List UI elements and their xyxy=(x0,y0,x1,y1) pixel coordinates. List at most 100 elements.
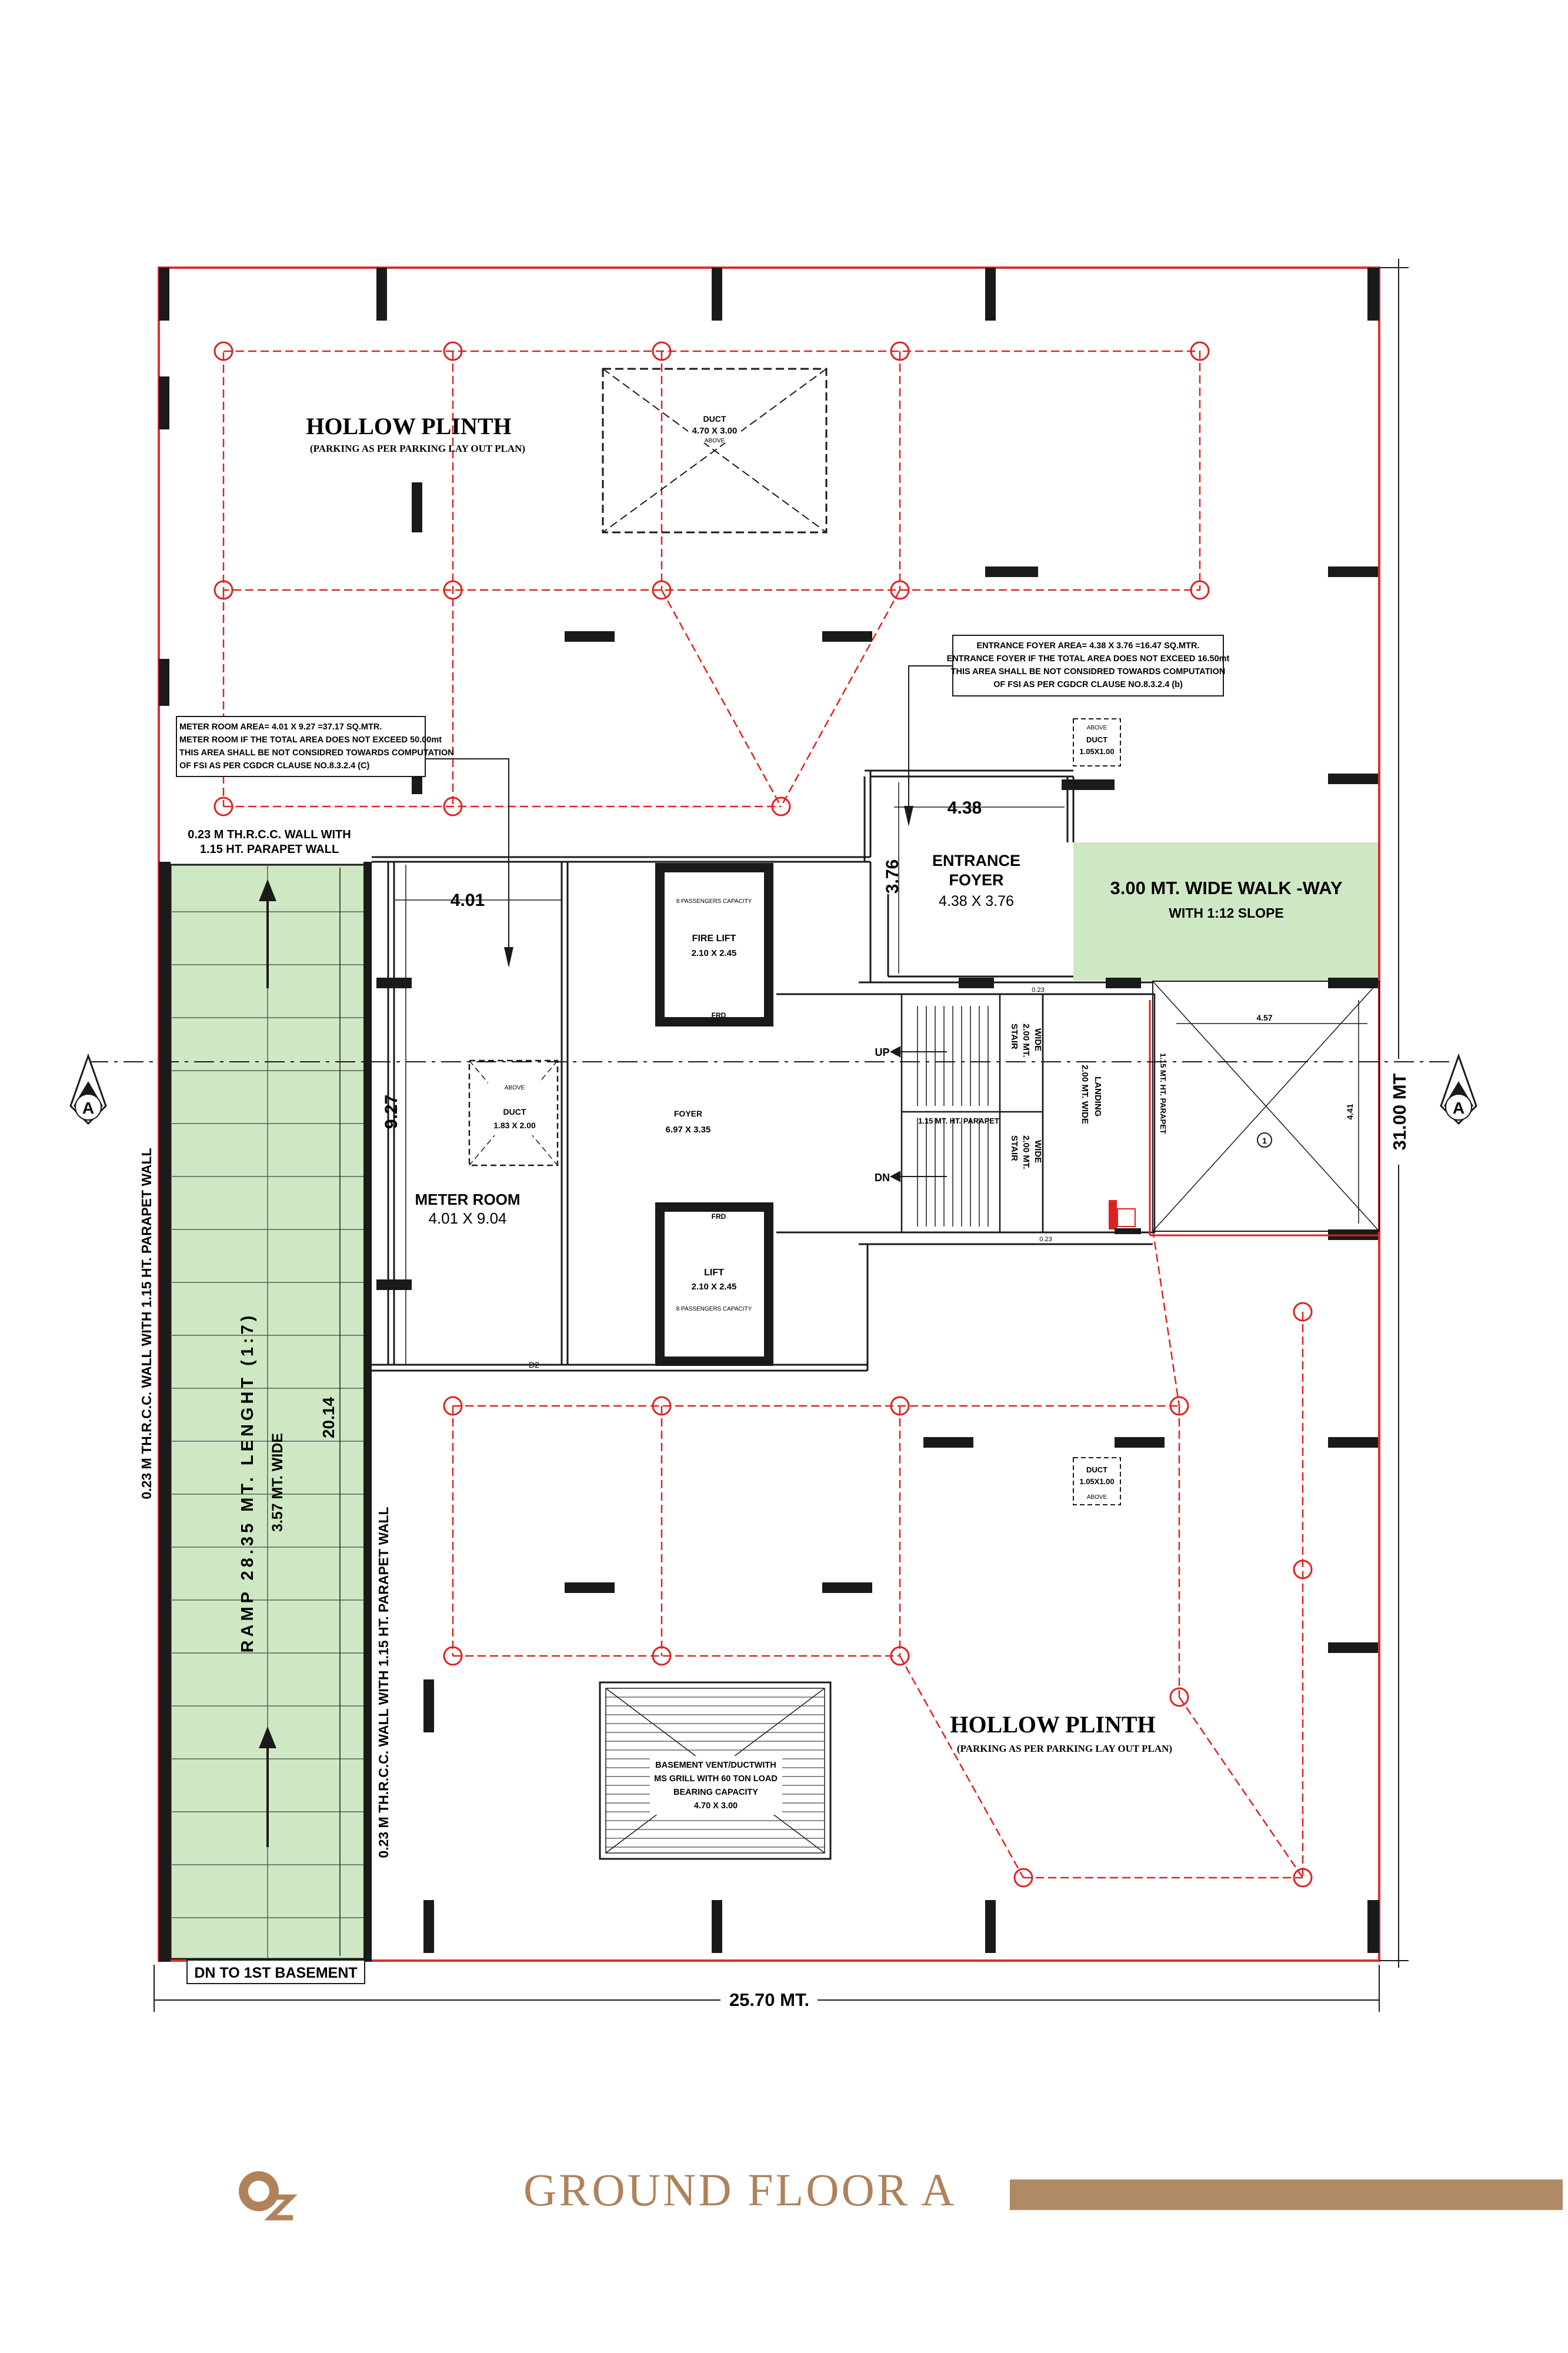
brand-logo xyxy=(239,2171,298,2221)
ramp-wall-right-label: 0.23 M TH.R.C.C. WALL WITH 1.15 HT. PARA… xyxy=(376,1507,391,1858)
entrance-label-2: FOYER xyxy=(949,871,1003,889)
svg-text:2.00 MT.: 2.00 MT. xyxy=(1021,1024,1031,1058)
entrance-dim-h: 3.76 xyxy=(883,859,902,894)
svg-text:LANDING: LANDING xyxy=(1093,1076,1103,1116)
walkway-label: 3.00 MT. WIDE WALK -WAY xyxy=(1110,878,1342,898)
meter-room-area-note: METER ROOM AREA= 4.01 X 9.27 =37.17 SQ.M… xyxy=(176,716,454,777)
ramp-wall-left-label: 0.23 M TH.R.C.C. WALL WITH 1.15 HT. PARA… xyxy=(139,1148,154,1499)
entrance-note-arrow xyxy=(904,806,913,826)
wall-note-top-2: 1.15 HT. PARAPET WALL xyxy=(200,843,339,856)
fire-lift: 8 PASSENGERS CAPACITY FIRE LIFT 2.10 X 2… xyxy=(655,863,773,1026)
svg-text:METER ROOM AREA= 4.01 X 9.27 =: METER ROOM AREA= 4.01 X 9.27 =37.17 SQ.M… xyxy=(179,722,382,732)
meter-room-label: METER ROOM xyxy=(415,1191,520,1208)
stair-labels: STAIR 2.00 MT. WIDE STAIR 2.00 MT. WIDE … xyxy=(1009,1024,1103,1169)
svg-text:A: A xyxy=(82,1099,94,1117)
svg-text:A: A xyxy=(1453,1099,1464,1117)
svg-text:LIFT: LIFT xyxy=(704,1268,724,1278)
lift: FRD LIFT 2.10 X 2.45 8 PASSENGERS CAPACI… xyxy=(655,1202,773,1366)
meter-dim-w: 4.01 xyxy=(451,891,485,910)
fire-extinguisher-icon xyxy=(1109,1200,1141,1234)
foyer-label: FOYER xyxy=(674,1109,702,1118)
svg-text:2.10 X 2.45: 2.10 X 2.45 xyxy=(692,1282,737,1292)
void-dim-w: 4.57 xyxy=(1256,1013,1272,1022)
ramp-grid xyxy=(171,865,371,1959)
stair-small-dim-bottom: 0.23 xyxy=(1039,1236,1052,1243)
svg-text:DUCT: DUCT xyxy=(1086,1465,1107,1474)
ramp-label: RAMP 28.35 MT. LENGHT (1:7) xyxy=(238,1312,257,1653)
footer-accent-bar xyxy=(1010,2179,1563,2210)
ramp-area xyxy=(169,864,372,1960)
duct-top: DUCT 4.70 X 3.00 ABOVE xyxy=(602,368,828,534)
duct-top-label: DUCT xyxy=(703,414,726,424)
svg-text:ENTRANCE FOYER AREA= 4.38 X 3.: ENTRANCE FOYER AREA= 4.38 X 3.76 =16.47 … xyxy=(976,641,1199,651)
hollow-plinth-top-title: HOLLOW PLINTH xyxy=(306,413,511,439)
page-title: GROUND FLOOR A xyxy=(523,2164,957,2215)
walkway-slope: WITH 1:12 SLOPE xyxy=(1169,905,1284,921)
svg-text:1.05X1.00: 1.05X1.00 xyxy=(1079,747,1114,756)
svg-text:ABOVE: ABOVE xyxy=(1087,1494,1107,1501)
svg-text:OF FSI AS PER CGDCR CLAUSE NO: OF FSI AS PER CGDCR CLAUSE NO.8.3.2.4 (b… xyxy=(993,680,1183,689)
svg-text:STAIR: STAIR xyxy=(1009,1135,1019,1161)
stair-dn: DN xyxy=(875,1172,890,1184)
svg-text:THIS AREA SHALL BE NOT CONSID: THIS AREA SHALL BE NOT CONSIDRED TOWARDS… xyxy=(951,667,1226,676)
duct-right-bottom: DUCT 1.05X1.00 ABOVE xyxy=(1073,1457,1121,1505)
svg-text:2.00 MT.: 2.00 MT. xyxy=(1021,1135,1031,1169)
svg-text:ENTRANCE FOYER IF THE TOTAL AR: ENTRANCE FOYER IF THE TOTAL AREA DOES NO… xyxy=(947,654,1230,664)
hollow-plinth-bottom-note: (PARKING AS PER PARKING LAY OUT PLAN) xyxy=(957,1743,1172,1754)
door-mark: D2 xyxy=(529,1360,539,1369)
ramp-dim: 20.14 xyxy=(319,1397,338,1438)
width-dim: 25.70 MT. xyxy=(729,1989,809,2010)
height-dim-bg xyxy=(1387,1059,1410,1165)
duct-top-size: 4.70 X 3.00 xyxy=(692,426,738,436)
meter-note-arrow xyxy=(504,947,513,968)
svg-text:2.10 X 2.45: 2.10 X 2.45 xyxy=(692,948,737,958)
column-markers xyxy=(213,341,1313,1888)
width-dim-bg xyxy=(720,1988,818,2009)
svg-text:2.00 MT. WIDE: 2.00 MT. WIDE xyxy=(1080,1065,1090,1124)
svg-text:OF FSI AS PER CGDCR CLAUSE NO: OF FSI AS PER CGDCR CLAUSE NO.8.3.2.4 (C… xyxy=(179,761,370,771)
column-grid-lines xyxy=(222,350,1304,1879)
stair-parapet: 1.15 MT. HT. PARAPET xyxy=(918,1116,999,1125)
ramp-wall-right xyxy=(363,862,372,1962)
section-mark-left: A xyxy=(69,1053,107,1125)
stair-treads xyxy=(917,1006,989,1227)
svg-text:THIS AREA SHALL BE NOT CONSID: THIS AREA SHALL BE NOT CONSIDRED TOWARDS… xyxy=(179,748,454,758)
entrance-label-1: ENTRANCE xyxy=(932,852,1020,869)
svg-text:BEARING CAPACITY: BEARING CAPACITY xyxy=(673,1788,758,1797)
svg-text:FRD: FRD xyxy=(712,1011,726,1019)
duct-right-top: ABOVE DUCT 1.05X1.00 xyxy=(1073,718,1121,766)
stair-block xyxy=(900,993,1156,1234)
svg-text:8 PASSENGERS CAPACITY: 8 PASSENGERS CAPACITY xyxy=(676,898,752,905)
void-mark: 1 xyxy=(1262,1136,1267,1145)
svg-text:METER ROOM IF THE TOTAL AREA D: METER ROOM IF THE TOTAL AREA DOES NOT EX… xyxy=(179,735,442,745)
void-parapet: 1.15 MT. HT. PARAPET xyxy=(1159,1053,1167,1134)
meter-note-leader xyxy=(425,758,509,959)
meter-room-size: 4.01 X 9.04 xyxy=(429,1209,507,1227)
entrance-dim-w: 4.38 xyxy=(948,798,982,818)
svg-text:1.83 X 2.00: 1.83 X 2.00 xyxy=(493,1121,536,1130)
svg-text:WIDE: WIDE xyxy=(1033,1140,1043,1163)
void-cutout: 1 4.57 4.41 1.15 MT. HT. PARAPET xyxy=(1149,981,1380,1237)
ramp-width: 3.57 MT. WIDE xyxy=(269,1433,286,1532)
core-walls xyxy=(372,769,1153,1372)
void-dim-h: 4.41 xyxy=(1345,1104,1355,1119)
svg-text:ABOVE: ABOVE xyxy=(505,1085,525,1091)
svg-text:STAIR: STAIR xyxy=(1009,1024,1019,1049)
entrance-size: 4.38 X 3.76 xyxy=(939,893,1014,909)
entrance-foyer-area-note: ENTRANCE FOYER AREA= 4.38 X 3.76 =16.47 … xyxy=(947,635,1230,696)
svg-text:8 PASSENGERS CAPACITY: 8 PASSENGERS CAPACITY xyxy=(676,1306,752,1312)
walkway-area xyxy=(1073,842,1379,981)
svg-text:FRD: FRD xyxy=(712,1212,726,1221)
foyer-size: 6.97 X 3.35 xyxy=(666,1125,711,1135)
height-dim: 31.00 MT xyxy=(1389,1073,1410,1150)
section-mark-right: A xyxy=(1440,1053,1477,1125)
stair-up: UP xyxy=(875,1046,889,1058)
basement-vent-duct: BASEMENT VENT/DUCTWITH MS GRILL WITH 60 … xyxy=(599,1681,832,1860)
svg-text:1.05X1.00: 1.05X1.00 xyxy=(1079,1477,1114,1486)
svg-text:DUCT: DUCT xyxy=(503,1107,526,1116)
duct-top-above: ABOVE xyxy=(705,438,725,444)
stair-arrows xyxy=(889,1046,947,1182)
hollow-plinth-top-note: (PARKING AS PER PARKING LAY OUT PLAN) xyxy=(310,443,525,454)
wall-note-top-1: 0.23 M TH.R.C.C. WALL WITH xyxy=(188,828,351,841)
